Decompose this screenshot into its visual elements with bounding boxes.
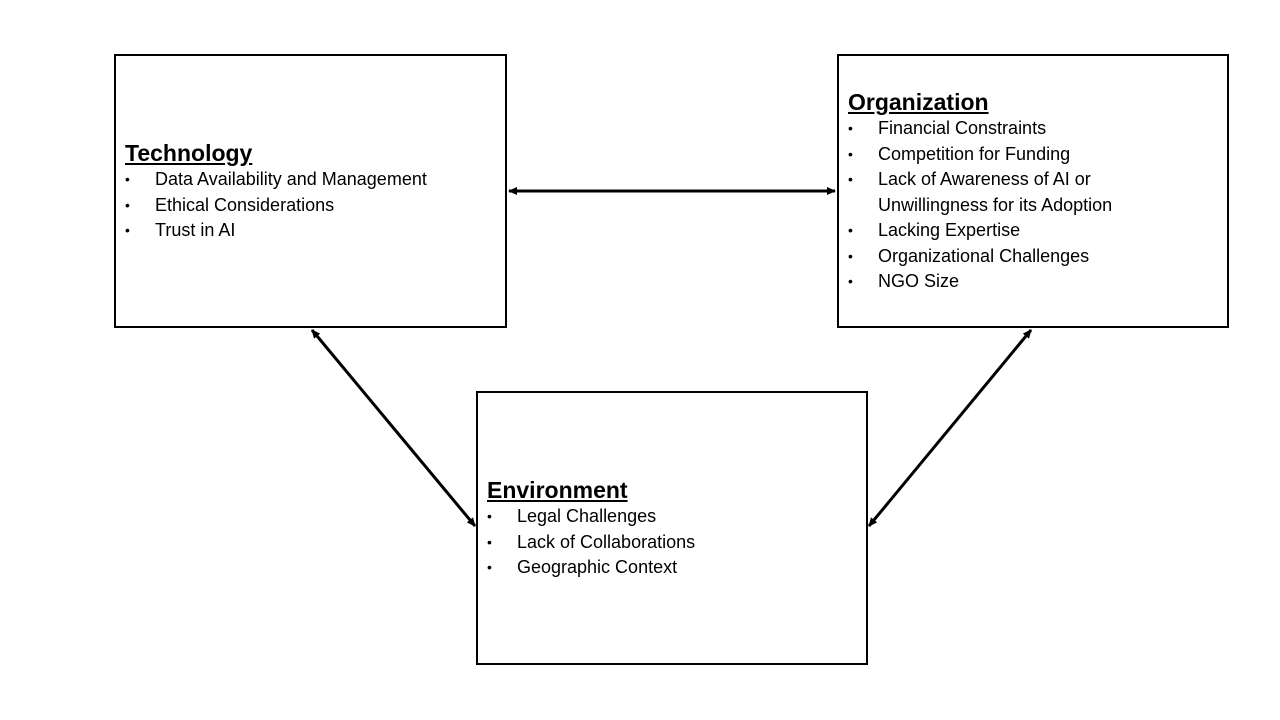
environment-content: Environment • Legal Challenges • Lack of…: [487, 476, 695, 581]
environment-list: • Legal Challenges • Lack of Collaborati…: [487, 504, 695, 581]
list-item-text: NGO Size: [878, 271, 960, 291]
list-item-text: Lacking Expertise: [878, 220, 1021, 240]
list-item-text: Ethical Considerations: [155, 194, 335, 215]
list-item-text: Data Availability and Management: [155, 169, 427, 189]
list-item-text: Competition for Funding: [878, 143, 1071, 164]
list-item: • Data Availability and Management: [125, 167, 427, 193]
list-item: • Organizational Challenges: [848, 244, 1112, 270]
bullet-icon: •: [125, 222, 130, 238]
bullet-icon: •: [848, 247, 853, 264]
list-item: • Lack of Awareness of AI or: [848, 167, 1112, 193]
list-item-text: Legal Challenges: [517, 506, 657, 526]
environment-box: Environment • Legal Challenges • Lack of…: [476, 391, 868, 665]
technology-box: Technology • Data Availability and Manag…: [114, 54, 507, 328]
list-item-text: Organizational Challenges: [878, 245, 1090, 266]
technology-list: • Data Availability and Management • Eth…: [125, 167, 427, 244]
list-item: • Financial Constraints: [848, 116, 1112, 142]
list-item: • Lack of Collaborations: [487, 530, 695, 556]
bullet-icon: •: [848, 120, 853, 136]
arrow-organization-environment: [867, 329, 1033, 527]
environment-title: Environment: [487, 477, 628, 503]
bullet-icon: •: [487, 559, 492, 575]
list-item: • Trust in AI: [125, 218, 427, 244]
list-item: • Legal Challenges: [487, 504, 695, 530]
list-item-text: Financial Constraints: [878, 118, 1047, 138]
list-item-continuation: Unwillingness for its Adoption: [848, 193, 1112, 219]
list-item: • Ethical Considerations: [125, 193, 427, 219]
organization-box: Organization • Financial Constraints • C…: [837, 54, 1229, 328]
organization-title: Organization: [848, 89, 989, 115]
bullet-icon: •: [848, 145, 853, 162]
list-item: • Lacking Expertise: [848, 218, 1112, 244]
list-item-text: Unwillingness for its Adoption: [878, 194, 1113, 215]
organization-content: Organization • Financial Constraints • C…: [848, 88, 1112, 295]
list-item-text: Lack of Awareness of AI or: [878, 169, 1091, 189]
bullet-icon: •: [848, 171, 853, 187]
bullet-icon: •: [125, 196, 130, 213]
technology-content: Technology • Data Availability and Manag…: [125, 139, 427, 244]
technology-title: Technology: [125, 140, 253, 166]
organization-list: • Financial Constraints • Competition fo…: [848, 116, 1112, 295]
list-item-text: Lack of Collaborations: [517, 531, 696, 552]
bullet-icon: •: [487, 533, 492, 550]
list-item: • NGO Size: [848, 269, 1112, 295]
bullet-icon: •: [487, 508, 492, 524]
list-item-text: Geographic Context: [517, 557, 678, 577]
list-item: • Competition for Funding: [848, 142, 1112, 168]
arrow-technology-environment: [310, 329, 477, 527]
list-item: • Geographic Context: [487, 555, 695, 581]
bullet-icon: •: [848, 222, 853, 238]
bullet-icon: •: [125, 171, 130, 187]
list-item-text: Trust in AI: [155, 220, 236, 240]
bullet-icon: •: [848, 273, 853, 289]
